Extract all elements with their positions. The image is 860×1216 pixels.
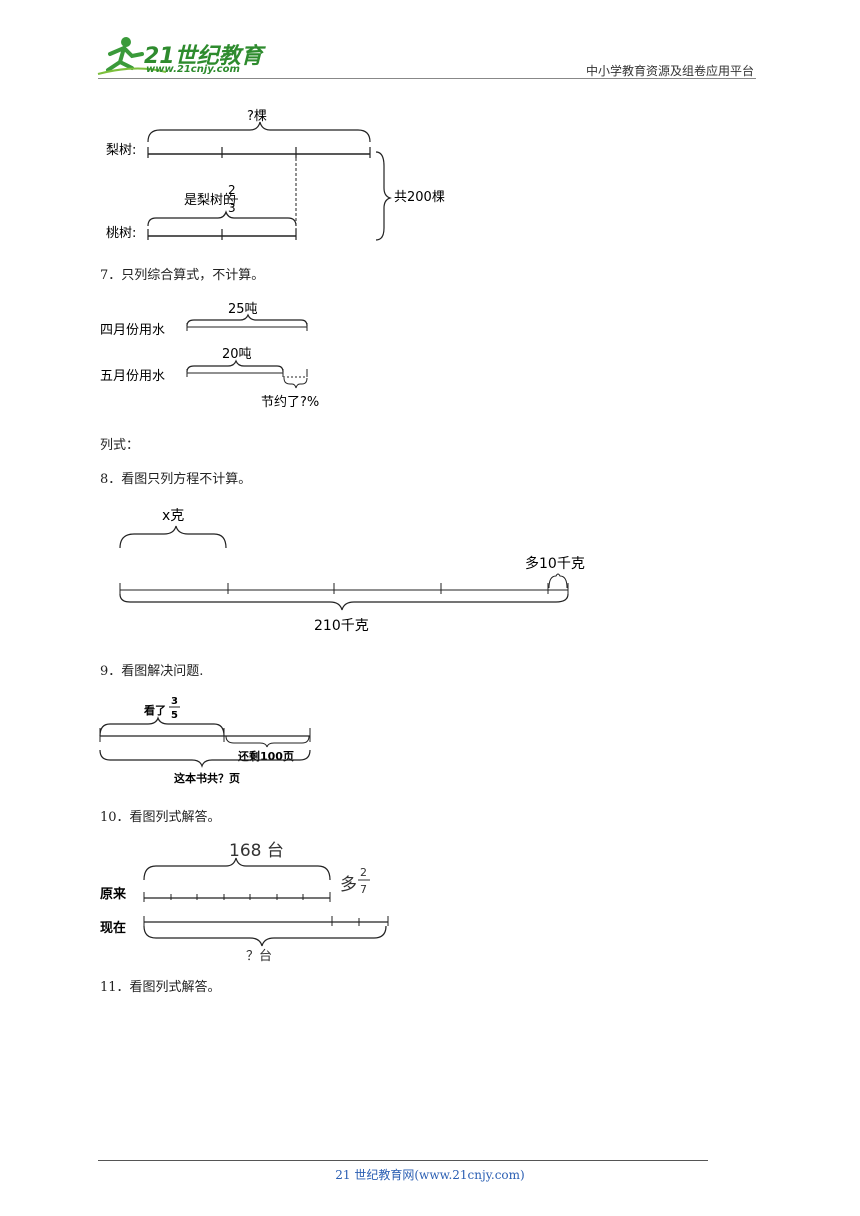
pear-row-label: 梨树: xyxy=(106,143,136,158)
more-fraction-numerator: 2 xyxy=(360,866,367,879)
now-row-label: 现在 xyxy=(100,920,126,936)
saved-brace xyxy=(283,377,308,389)
april-brace xyxy=(186,313,308,327)
peach-fraction-denominator: 3 xyxy=(228,201,236,215)
x-brace xyxy=(119,525,227,549)
weight-diagram: x克 多10千克 210千克 xyxy=(119,508,585,634)
logo: 21世纪教育 www.21cnjy.com xyxy=(96,34,266,78)
book-total-brace xyxy=(99,749,311,768)
now-total-label: ？台 xyxy=(246,949,272,964)
logo-runner-icon xyxy=(97,37,167,75)
water-usage-diagram: 25吨 四月份用水 20吨 五月份用水 节约了?% xyxy=(100,302,319,410)
footer-divider xyxy=(98,1160,708,1161)
pear-top-brace xyxy=(147,121,371,143)
read-fraction-denominator: 5 xyxy=(171,710,178,721)
read-fraction-prefix: 看了 xyxy=(144,703,166,717)
logo-url-text: www.21cnjy.com xyxy=(146,64,240,75)
more-fraction-denominator: 7 xyxy=(360,883,367,896)
extra-brace xyxy=(548,573,568,589)
read-fraction-numerator: 3 xyxy=(171,696,178,707)
may-brace xyxy=(186,359,284,373)
remain-100-label: 还剩100页 xyxy=(237,749,294,763)
question-8-title: 8．看图只列方程不计算。 xyxy=(100,472,252,487)
question-7-title: 7．只列综合算式，不计算。 xyxy=(100,268,265,283)
remain-brace xyxy=(225,735,310,748)
question-7-formula-label: 列式： xyxy=(100,438,140,453)
pear-total-label: ?棵 xyxy=(247,109,267,124)
total-trees-label: 共200棵 xyxy=(394,190,445,205)
peach-fraction-numerator: 2 xyxy=(228,183,236,197)
x-gram-label: x克 xyxy=(162,508,184,524)
peach-row-label: 桃树: xyxy=(106,226,136,241)
book-pages-diagram: 看了 3 5 还剩100页 这本书共？页 xyxy=(99,696,311,785)
may-row-label: 五月份用水 xyxy=(100,369,165,384)
peach-brace xyxy=(147,210,297,227)
header-divider xyxy=(98,78,756,79)
read-brace xyxy=(99,716,225,737)
total-weight-brace xyxy=(119,593,569,611)
april-row-label: 四月份用水 xyxy=(100,323,165,338)
saved-percent-label: 节约了?% xyxy=(261,395,319,410)
platform-title: 中小学教育资源及组卷应用平台 xyxy=(585,64,754,78)
total-brace xyxy=(375,151,392,241)
logo-main-text: 21世纪教育 xyxy=(144,44,263,69)
book-total-label: 这本书共？页 xyxy=(174,771,240,785)
pear-peach-diagram: ?棵 梨树: 是梨树的 2 3 桃树: 共200棵 xyxy=(106,109,445,241)
question-10-title: 10．看图列式解答。 xyxy=(100,810,221,825)
original-168-label: 168 台 xyxy=(229,841,284,861)
original-row-label: 原来 xyxy=(100,886,127,902)
question-9-title: 9．看图解决问题. xyxy=(100,664,204,679)
original-brace xyxy=(143,857,331,881)
may-water-label: 20吨 xyxy=(222,347,252,362)
peach-fraction-prefix: 是梨树的 xyxy=(184,192,236,208)
total-210kg-label: 210千克 xyxy=(314,618,369,634)
now-brace xyxy=(143,925,387,947)
more-label: 多 xyxy=(340,875,357,895)
april-water-label: 25吨 xyxy=(228,302,258,317)
machines-diagram: 168 台 原来 多 2 7 现在 ？台 xyxy=(100,841,389,964)
question-11-title: 11．看图列式解答。 xyxy=(100,980,221,995)
extra-10kg-label: 多10千克 xyxy=(525,555,585,572)
footer-text[interactable]: 21 世纪教育网(www.21cnjy.com) xyxy=(335,1168,525,1182)
